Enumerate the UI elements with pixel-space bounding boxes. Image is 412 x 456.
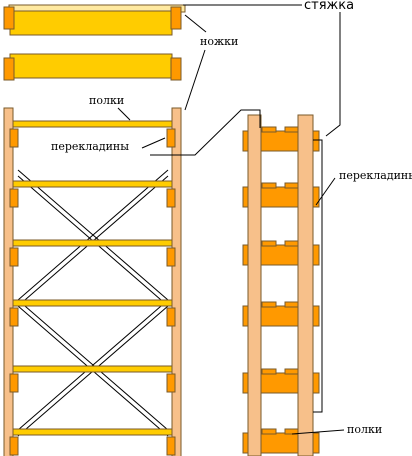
left-post-left (3, 107, 14, 456)
side-post-right (297, 114, 314, 456)
label-nozhki: ножки (199, 35, 240, 48)
top-view-leg-4 (170, 57, 182, 81)
side-clip-left-6 (261, 428, 277, 435)
label-polki-top: полки (88, 94, 126, 107)
front-bracket-right-4 (166, 307, 176, 327)
side-clip-right-4 (284, 301, 300, 308)
top-view-leg-2 (3, 57, 15, 81)
front-bracket-right-2 (166, 188, 176, 208)
front-shelf-6 (12, 428, 173, 436)
leader-nozhki-1 (184, 14, 207, 33)
leader-perekladiny-left (141, 137, 166, 149)
side-clip-left-4 (261, 301, 277, 308)
front-bracket-left-3 (9, 247, 19, 267)
side-clip-left-2 (261, 182, 277, 189)
side-clip-right-2 (284, 182, 300, 189)
leader-nozhki-2 (184, 49, 206, 111)
side-clip-right-3 (284, 240, 300, 247)
label-polki-bottom: полки (346, 423, 384, 436)
front-bracket-left-4 (9, 307, 19, 327)
front-bracket-right-1 (166, 128, 176, 148)
leader-perekladiny-right (315, 177, 336, 206)
front-shelf-1 (12, 120, 173, 128)
side-crossbar-bracket (313, 139, 323, 413)
front-shelf-4 (12, 299, 173, 307)
side-clip-left-5 (261, 368, 277, 375)
side-clip-left-1 (261, 126, 277, 133)
front-shelf-5 (12, 365, 173, 373)
front-shelf-2 (12, 180, 173, 188)
top-view-leg-1 (3, 6, 15, 30)
front-bracket-right-6 (166, 436, 176, 456)
label-perekladiny-right: перекладины (338, 169, 412, 182)
top-view-shelf-lower (9, 53, 173, 79)
front-bracket-right-5 (166, 373, 176, 393)
leader-styazhka-side (325, 8, 341, 137)
side-post-left (247, 114, 262, 456)
front-bracket-left-2 (9, 188, 19, 208)
front-bracket-left-5 (9, 373, 19, 393)
label-perekladiny-left: перекладины (50, 140, 131, 153)
side-clip-right-1 (284, 126, 300, 133)
cross-brace-3 (17, 169, 169, 301)
top-view-leg-3 (170, 6, 182, 30)
side-clip-right-5 (284, 368, 300, 375)
label-styazhka: стяжка (303, 0, 356, 13)
cross-brace-7 (17, 299, 169, 431)
left-post-right (171, 107, 182, 456)
top-view-shelf-upper (9, 10, 173, 36)
front-bracket-right-3 (166, 247, 176, 267)
front-bracket-left-6 (9, 436, 19, 456)
leader-polki-bottom (291, 429, 345, 435)
leader-perekladiny-left-to-side (150, 109, 261, 156)
front-bracket-left-1 (9, 128, 19, 148)
side-clip-left-3 (261, 240, 277, 247)
front-shelf-3 (12, 239, 173, 247)
leader-polki-top (117, 107, 131, 121)
